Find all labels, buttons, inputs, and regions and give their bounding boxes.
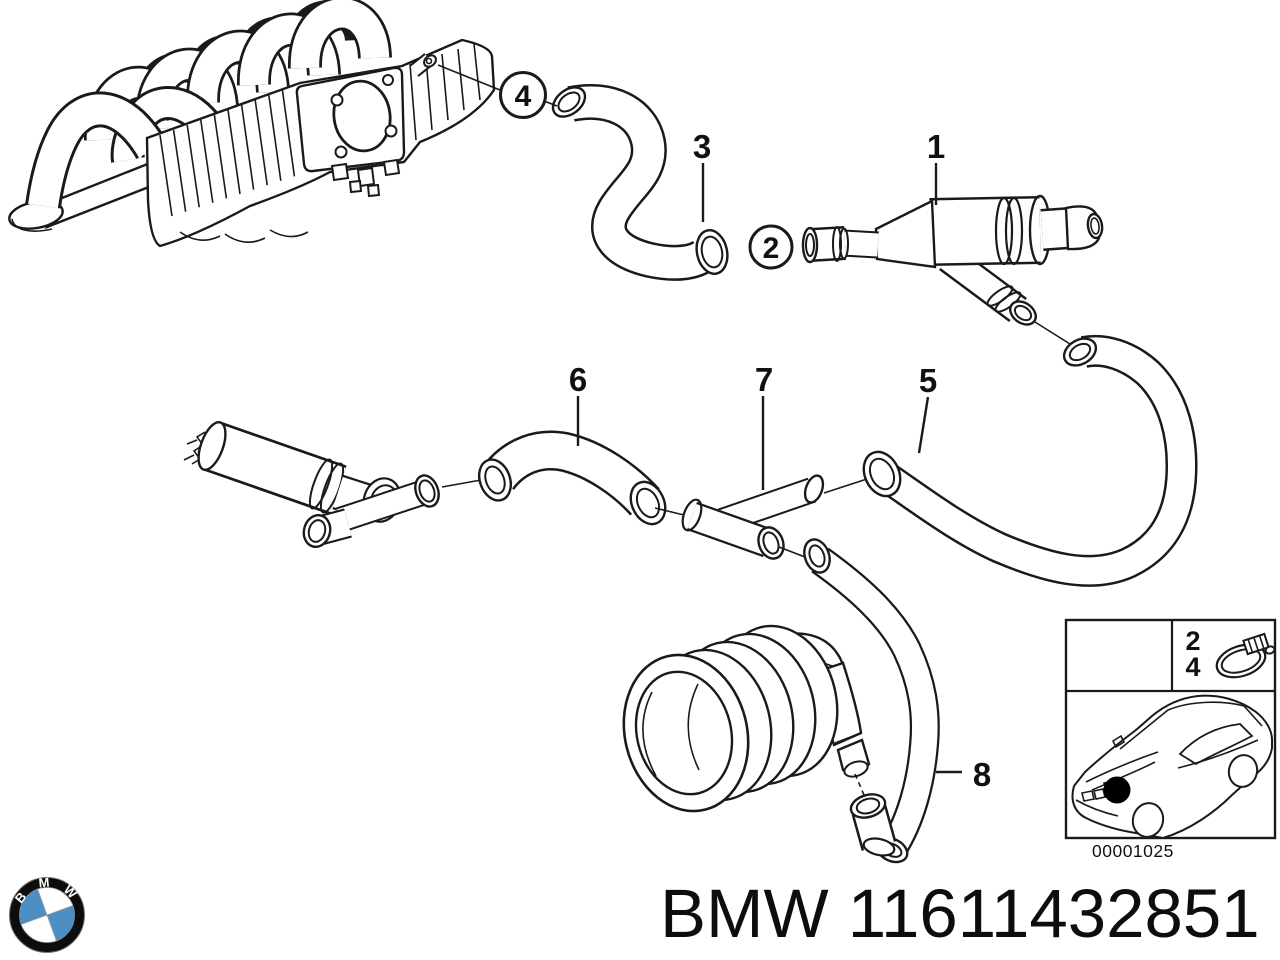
location-marker-dot xyxy=(1103,776,1131,804)
idle-valve-drawing xyxy=(183,421,482,549)
callout-5: 5 xyxy=(917,362,937,454)
callout-3-label: 3 xyxy=(693,128,711,165)
vent-nipple xyxy=(409,53,437,77)
inset-ref-4: 4 xyxy=(1185,652,1200,682)
hose-8-drawing xyxy=(803,538,940,864)
connector-7-drawing xyxy=(654,474,871,560)
callout-5-label: 5 xyxy=(919,362,937,399)
callout-1: 1 xyxy=(927,128,945,205)
hose-clamp-icon xyxy=(1215,632,1276,679)
callout-7-label: 7 xyxy=(755,361,773,398)
callout-1-label: 1 xyxy=(927,128,945,165)
callout-8: 8 xyxy=(936,756,991,793)
hose-5-drawing xyxy=(862,334,1198,587)
intake-boot-drawing xyxy=(622,624,897,857)
callout-4-label: 4 xyxy=(515,80,532,113)
callout-7: 7 xyxy=(755,361,773,490)
callout-4: 4 xyxy=(437,64,558,119)
callout-3: 3 xyxy=(693,128,711,222)
intake-manifold-drawing xyxy=(8,0,496,248)
bmw-logo: B M W xyxy=(9,875,85,953)
car-location-sketch xyxy=(1071,694,1273,840)
vent-valve-drawing xyxy=(801,194,1104,345)
boot-stub xyxy=(849,793,897,857)
bmw-logo-letter-m: M xyxy=(38,875,50,891)
callout-2: 2 xyxy=(748,224,794,270)
hose-3-drawing xyxy=(551,83,729,281)
hose-6-drawing xyxy=(477,430,667,526)
callout-8-label: 8 xyxy=(973,756,991,793)
callout-6-label: 6 xyxy=(569,361,587,398)
inset-panel: 2 4 00001025 xyxy=(1064,618,1277,861)
callout-6: 6 xyxy=(569,361,587,446)
inset-image-code: 00001025 xyxy=(1092,841,1174,861)
inset-ref-2: 2 xyxy=(1185,626,1200,656)
callout-2-label: 2 xyxy=(763,232,780,265)
part-number-title: BMW 11611432851 xyxy=(660,875,1260,952)
